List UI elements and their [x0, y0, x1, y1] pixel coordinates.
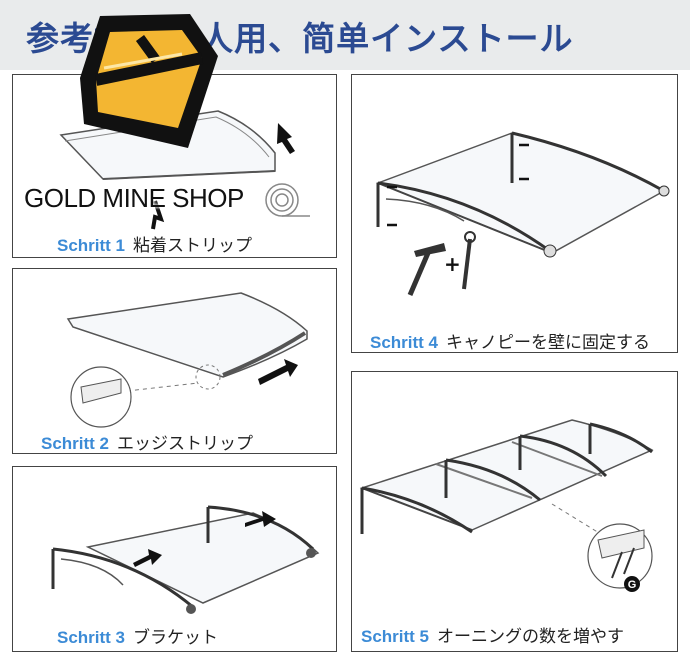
gold-mine-logo-icon: [80, 14, 218, 148]
step-3-number: Schritt 3: [57, 628, 126, 647]
step-4-label: キャノピーを壁に固定する: [446, 333, 651, 353]
step-5-caption: Schritt 5 オーニングの数を増やす: [361, 622, 624, 647]
detail-badge: G: [628, 579, 637, 591]
step-5-panel: G Schritt 5 オーニングの数を増やす: [351, 371, 678, 652]
step-2-label: エッジストリップ: [117, 434, 254, 454]
step-3-illustration: [51, 505, 320, 614]
step-5-illustration: G: [359, 419, 654, 592]
step-4-number: Schritt 4: [370, 333, 439, 352]
step-5-number: Schritt 5: [361, 627, 430, 646]
step-4-panel: + Schritt 4 キャノピーを壁に固定する: [351, 74, 678, 353]
step-3-label: ブラケット: [133, 628, 219, 648]
shop-watermark: GOLD MINE SHOP: [24, 183, 244, 213]
step-1-number: Schritt 1: [57, 236, 126, 255]
step-4-caption: Schritt 4 キャノピーを壁に固定する: [370, 328, 651, 353]
step-3-caption: Schritt 3 ブラケット: [57, 623, 218, 648]
step-5-label: オーニングの数を増やす: [437, 627, 625, 647]
step-2-panel: Schritt 2 エッジストリップ: [12, 268, 337, 454]
step-1-panel: Schritt 1 粘着ストリップ: [12, 74, 337, 258]
step-2-caption: Schritt 2 エッジストリップ: [41, 429, 254, 454]
step-1-label: 粘着ストリップ: [133, 236, 253, 256]
step-2-illustration: [66, 292, 308, 428]
svg-text:+: +: [444, 252, 461, 276]
step-1-caption: Schritt 1 粘着ストリップ: [57, 231, 252, 256]
step-2-number: Schritt 2: [41, 434, 110, 453]
coil-roll-icon: [265, 183, 310, 217]
step-4-illustration: +: [375, 131, 670, 296]
step-3-panel: Schritt 3 ブラケット: [12, 466, 337, 652]
